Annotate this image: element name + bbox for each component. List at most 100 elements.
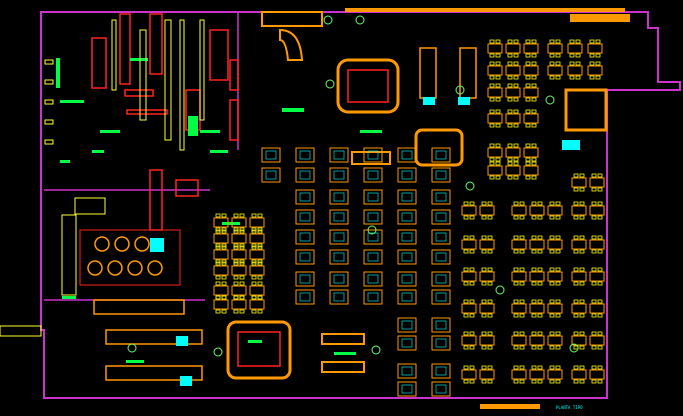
dining-table bbox=[249, 299, 265, 310]
table-top bbox=[333, 292, 345, 302]
chair bbox=[487, 313, 493, 318]
chair bbox=[487, 215, 493, 220]
dining-table bbox=[487, 147, 503, 158]
green-marker bbox=[126, 360, 144, 363]
dining-table bbox=[571, 335, 587, 346]
booth-table bbox=[363, 209, 383, 225]
buffet-island bbox=[226, 320, 292, 380]
chair bbox=[507, 97, 513, 102]
table-top bbox=[401, 212, 413, 222]
chair bbox=[487, 249, 493, 254]
booth-table bbox=[397, 249, 417, 265]
chair bbox=[239, 245, 245, 250]
chair bbox=[597, 201, 603, 206]
dining-table bbox=[505, 87, 521, 98]
chair bbox=[573, 281, 579, 286]
table-top bbox=[333, 192, 345, 202]
dining-table bbox=[547, 205, 563, 216]
dining-table bbox=[571, 303, 587, 314]
chair bbox=[257, 275, 263, 280]
chair bbox=[531, 313, 537, 318]
plant bbox=[545, 95, 555, 105]
table-top bbox=[401, 150, 413, 160]
dining-table bbox=[529, 205, 545, 216]
chair bbox=[531, 157, 537, 162]
chair bbox=[239, 229, 245, 234]
chair bbox=[481, 267, 487, 272]
chair bbox=[531, 249, 537, 254]
chair bbox=[531, 365, 537, 370]
chair bbox=[597, 313, 603, 318]
chair bbox=[549, 299, 555, 304]
chair bbox=[555, 39, 561, 44]
plant bbox=[371, 345, 381, 355]
dining-table bbox=[511, 369, 527, 380]
chair bbox=[489, 39, 495, 44]
chair bbox=[507, 175, 513, 180]
green-marker bbox=[360, 130, 382, 133]
chair bbox=[575, 61, 581, 66]
chair bbox=[495, 143, 501, 148]
chair bbox=[519, 345, 525, 350]
chair bbox=[221, 227, 227, 232]
kitchen-appliance bbox=[149, 169, 163, 231]
dining-table bbox=[529, 335, 545, 346]
table-top bbox=[401, 338, 413, 348]
chair bbox=[257, 309, 263, 314]
cyan-fixture bbox=[180, 376, 192, 386]
kitchen-counter bbox=[74, 197, 106, 215]
chair bbox=[591, 379, 597, 384]
chair bbox=[597, 299, 603, 304]
kitchen-marker bbox=[130, 58, 148, 61]
dining-table bbox=[461, 239, 477, 250]
chair bbox=[507, 143, 513, 148]
dining-table bbox=[249, 217, 265, 228]
chair bbox=[481, 215, 487, 220]
chair bbox=[579, 281, 585, 286]
dining-table bbox=[511, 303, 527, 314]
chair bbox=[549, 365, 555, 370]
dining-table bbox=[213, 299, 229, 310]
table-top bbox=[401, 252, 413, 262]
chair bbox=[481, 201, 487, 206]
kitchen-counter bbox=[164, 19, 172, 141]
chair bbox=[495, 157, 501, 162]
chair bbox=[549, 281, 555, 286]
chair bbox=[487, 331, 493, 336]
chair bbox=[579, 313, 585, 318]
service-counter bbox=[105, 365, 203, 381]
booth-table bbox=[431, 209, 451, 225]
booth-table bbox=[329, 271, 349, 287]
table-top bbox=[435, 292, 447, 302]
chair bbox=[531, 97, 537, 102]
chair bbox=[531, 161, 537, 166]
chair bbox=[569, 39, 575, 44]
dining-table bbox=[487, 165, 503, 176]
chair bbox=[221, 281, 227, 286]
table-top bbox=[435, 192, 447, 202]
chair bbox=[595, 53, 601, 58]
chair bbox=[549, 235, 555, 240]
booth-table bbox=[261, 167, 281, 183]
chair bbox=[489, 97, 495, 102]
dining-table bbox=[589, 205, 605, 216]
chair bbox=[597, 331, 603, 336]
booth-table bbox=[295, 209, 315, 225]
chair bbox=[549, 331, 555, 336]
chair bbox=[513, 123, 519, 128]
kitchen-counter bbox=[44, 99, 54, 105]
booth-table bbox=[431, 229, 451, 245]
dining-table bbox=[589, 303, 605, 314]
chair bbox=[507, 83, 513, 88]
table-top bbox=[333, 252, 345, 262]
dining-table bbox=[213, 265, 229, 276]
table-top bbox=[367, 212, 379, 222]
chair bbox=[579, 299, 585, 304]
chair bbox=[221, 243, 227, 248]
dining-table bbox=[505, 65, 521, 76]
chair bbox=[591, 215, 597, 220]
dining-table bbox=[587, 43, 603, 54]
chair bbox=[525, 109, 531, 114]
chair bbox=[573, 173, 579, 178]
chair bbox=[221, 261, 227, 266]
